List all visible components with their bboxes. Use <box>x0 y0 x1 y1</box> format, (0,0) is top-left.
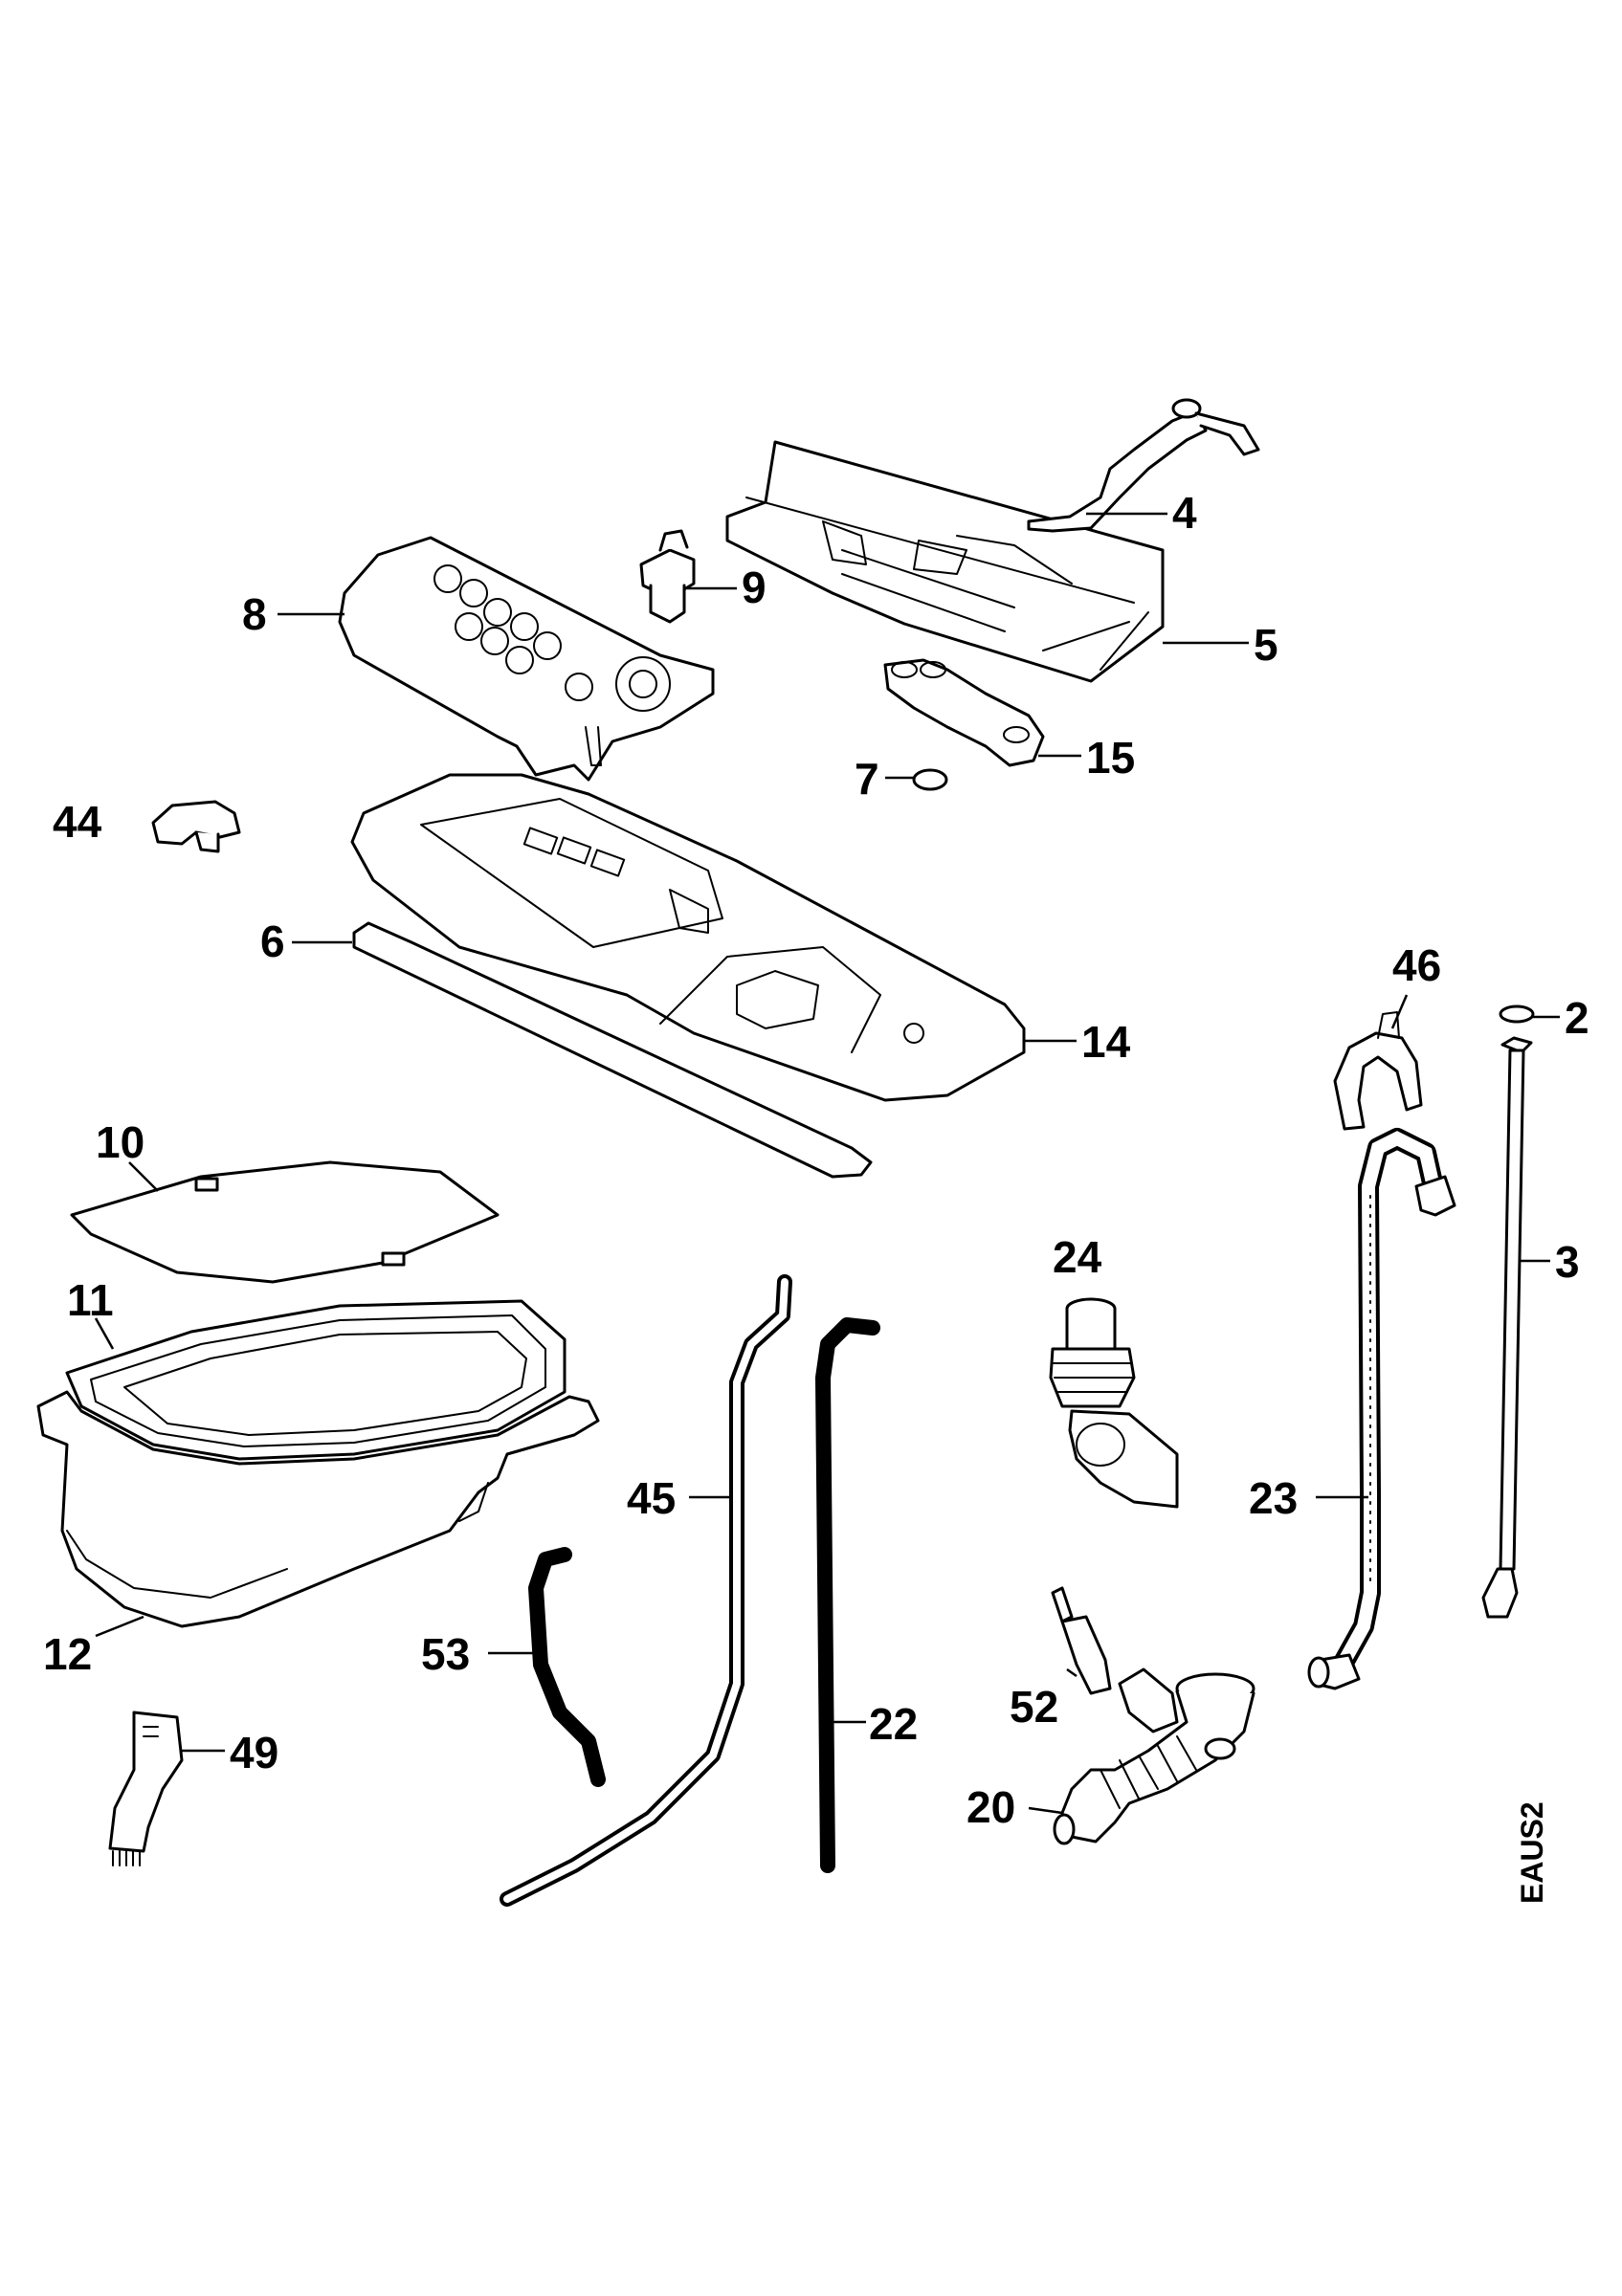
label-8: 8 <box>242 589 267 639</box>
part-22-hose <box>815 1317 880 1873</box>
label-5: 5 <box>1254 620 1278 670</box>
part-3-inlet-hose <box>1481 1036 1533 1619</box>
part-10-lid-panel <box>70 1160 500 1284</box>
part-46-hose-guide <box>1333 1011 1423 1131</box>
label-46: 46 <box>1392 940 1441 990</box>
label-22: 22 <box>869 1699 918 1749</box>
part-24-sleeve <box>1049 1297 1179 1509</box>
label-23: 45 <box>627 1473 676 1523</box>
part-52-connectors <box>1051 1586 1179 1733</box>
label-10: 10 <box>96 1117 144 1167</box>
part-53-hose <box>528 1547 606 1787</box>
part-7-o-ring <box>912 768 948 791</box>
part-15-valve-manifold <box>883 658 1045 767</box>
part-11-lid-frame <box>65 1299 567 1461</box>
leader-10 <box>128 1161 159 1192</box>
part-14-top-plate <box>350 773 1026 1102</box>
label-44: 44 <box>53 797 102 847</box>
part-49-bracket <box>108 1711 184 1866</box>
label-52: 52 <box>1010 1682 1058 1732</box>
label-24: 24 <box>1053 1232 1102 1282</box>
part-45-drain-hose <box>1307 1128 1456 1690</box>
label-9: 9 <box>742 563 767 612</box>
part-5-dispenser-housing <box>725 440 1165 683</box>
label-45: 23 <box>1249 1473 1298 1523</box>
part-12-tub-basin <box>36 1390 600 1628</box>
part-6-seal-strip <box>352 921 873 1179</box>
label-7: 7 <box>855 754 879 804</box>
label-4: 4 <box>1172 488 1197 538</box>
part-8-control-panel <box>338 536 715 782</box>
label-53: 53 <box>421 1629 470 1679</box>
leader-12 <box>95 1615 144 1638</box>
label-14: 14 <box>1081 1017 1131 1067</box>
label-49: 49 <box>230 1728 278 1777</box>
diagram-code: EAUS2 <box>1515 1801 1549 1904</box>
leader-46 <box>1390 994 1409 1029</box>
part-9-knob <box>639 529 696 624</box>
leader-52 <box>1066 1667 1078 1678</box>
part-23-hose <box>500 1274 792 1907</box>
label-11: 11 <box>67 1275 114 1325</box>
label-15: 15 <box>1086 733 1135 783</box>
label-6: 6 <box>260 916 285 966</box>
leader-20 <box>1028 1806 1063 1815</box>
label-20: 20 <box>967 1782 1015 1832</box>
leader-11 <box>94 1317 115 1350</box>
part-4-lever <box>1027 398 1260 533</box>
part-2-cap <box>1499 1004 1535 1024</box>
part-44-clip <box>151 800 241 853</box>
label-3: 3 <box>1555 1237 1580 1287</box>
part-20-sump-hose <box>1053 1672 1255 1845</box>
label-12: 12 <box>43 1629 92 1679</box>
label-2: 2 <box>1565 993 1589 1043</box>
